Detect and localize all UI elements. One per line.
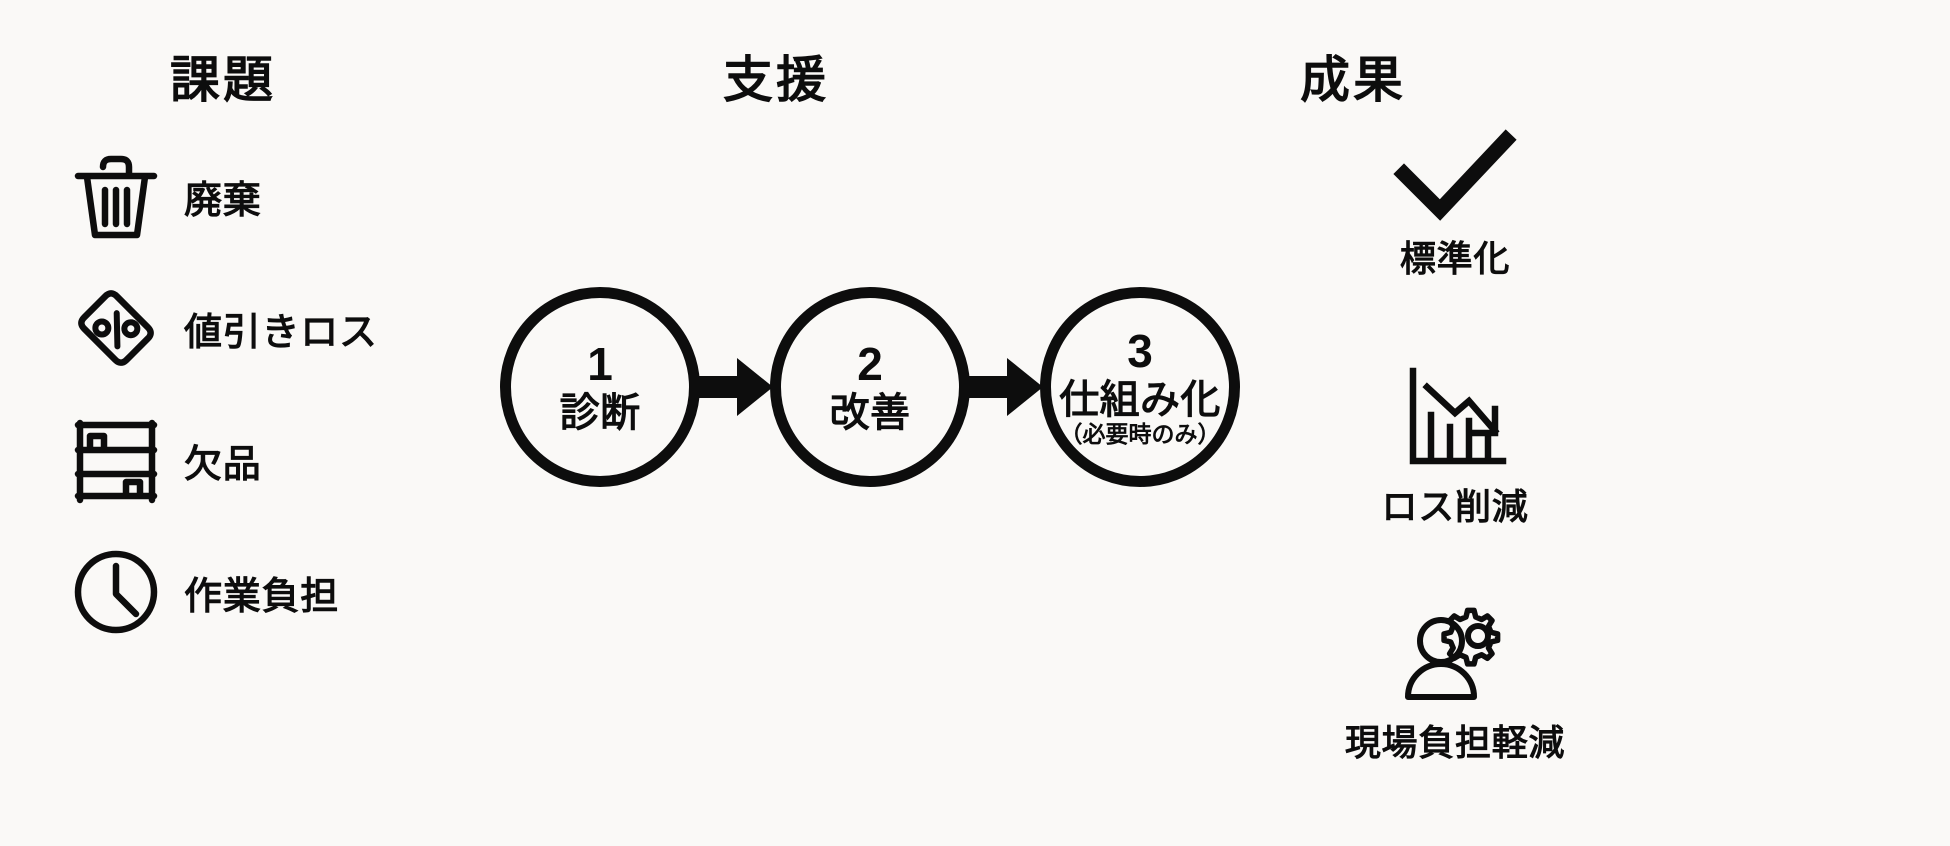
flow-step-name: 改善 [829, 391, 911, 435]
support-flow: 1 診断 2 改善 3 仕組み化 （必要時のみ） [500, 272, 1240, 502]
flow-step-name: 診断 [559, 391, 641, 435]
column-header-results: 成果 [1300, 52, 1406, 108]
issue-item-workload: 作業負担 [70, 526, 450, 658]
results-list: 標準化 [1255, 128, 1655, 828]
flow-step-number: 2 [857, 338, 883, 390]
result-item-standardization: 標準化 [1255, 128, 1655, 358]
flow-step-3[interactable]: 3 仕組み化 （必要時のみ） [1040, 287, 1240, 487]
result-item-loss-reduction: ロス削減 [1255, 362, 1655, 592]
issue-item-waste: 廃棄 [70, 130, 450, 262]
declining-chart-icon [1400, 362, 1510, 472]
shelf-icon [70, 414, 162, 506]
arrow-right-icon [697, 357, 773, 417]
result-item-workload-relief: 現場負担軽減 [1255, 598, 1655, 828]
column-header-issues: 課題 [170, 52, 276, 108]
issue-item-stockout: 欠品 [70, 394, 450, 526]
result-label: 現場負担軽減 [1344, 722, 1566, 763]
issue-label: 廃棄 [184, 179, 262, 222]
issues-list: 廃棄 値引きロス [70, 130, 450, 658]
flow-step-note: （必要時のみ） [1059, 421, 1221, 447]
issue-item-markdown-loss: 値引きロス [70, 262, 450, 394]
flow-step-number: 3 [1127, 325, 1153, 377]
flow-step-name: 仕組み化 [1059, 378, 1221, 422]
issue-label: 欠品 [184, 443, 262, 486]
price-tag-percent-icon [70, 282, 162, 374]
trash-icon [70, 150, 162, 242]
issue-label: 作業負担 [184, 575, 340, 618]
arrow-right-icon [967, 357, 1043, 417]
issue-label: 値引きロス [184, 311, 378, 354]
column-header-support: 支援 [723, 52, 829, 108]
checkmark-icon [1393, 128, 1517, 224]
result-label: 標準化 [1399, 238, 1511, 279]
flow-step-number: 1 [587, 338, 613, 390]
flow-step-2[interactable]: 2 改善 [770, 287, 970, 487]
clock-icon [70, 546, 162, 638]
result-label: ロス削減 [1381, 486, 1529, 527]
flow-step-1[interactable]: 1 診断 [500, 287, 700, 487]
person-gear-icon [1400, 598, 1510, 708]
